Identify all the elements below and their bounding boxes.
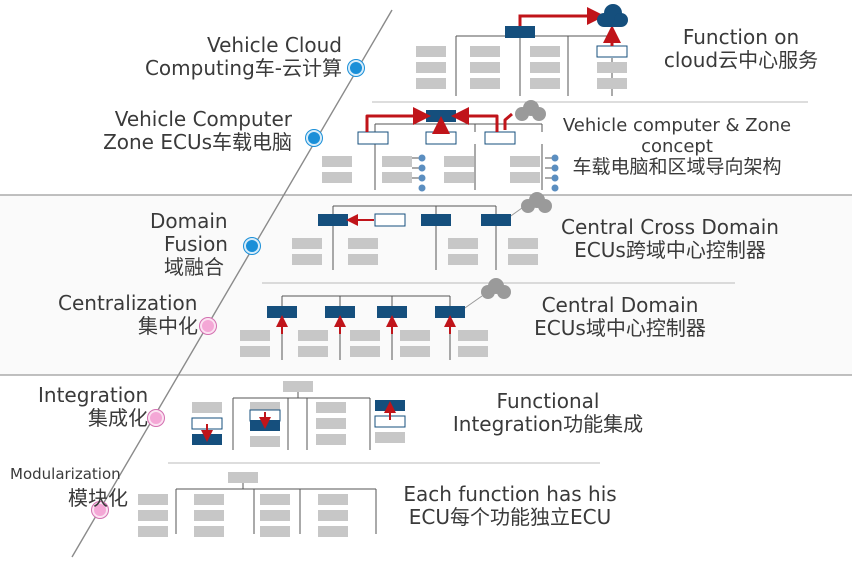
diagram-integration <box>191 381 406 450</box>
desc-central-domain: Central Domain ECUs域中心控制器 <box>534 293 706 340</box>
desc-functional-integration: Functional Integration功能集成 <box>452 389 644 436</box>
label-vehicle-computer: Vehicle Computer Zone ECUs车载电脑 <box>103 107 292 154</box>
desc-each-function: Each function has his ECU每个功能独立ECU <box>403 482 617 529</box>
label-domain-fusion: Domain Fusion 域融合 <box>150 209 228 279</box>
diagram-modularization <box>138 472 377 537</box>
stage-dot-integration <box>148 410 164 426</box>
cloud-icon <box>521 192 552 213</box>
stage-dot-domain-fusion <box>244 238 260 254</box>
diagram-centralization <box>240 278 511 360</box>
stage-dot-cloud <box>348 60 364 76</box>
cloud-icon <box>481 278 511 299</box>
evolution-diagonal <box>71 9 393 558</box>
cloud-icon <box>515 100 546 121</box>
label-modularization: Modularization 模块化 <box>10 465 128 511</box>
stage-dot-vehicle-computer <box>306 130 322 146</box>
diagram-zone <box>322 100 559 192</box>
desc-function-on-cloud: Function on cloud云中心服务 <box>663 25 819 72</box>
stage-dot-modularization <box>92 502 108 518</box>
label-vehicle-cloud: Vehicle Cloud Computing车-云计算 <box>144 33 342 80</box>
label-integration: Integration 集成化 <box>38 383 149 430</box>
label-centralization: Centralization 集中化 <box>58 291 198 338</box>
desc-central-cross-domain: Central Cross Domain ECUs跨域中心控制器 <box>561 215 779 262</box>
diagram-domain-fusion <box>292 192 552 270</box>
diagram-cloud <box>416 4 628 96</box>
ecu-box <box>228 472 258 483</box>
band-cloud-zone <box>0 0 852 195</box>
desc-zone-concept: Vehicle computer & Zone concept 车载电脑和区域导… <box>562 115 792 179</box>
cloud-icon <box>597 4 628 27</box>
stage-dot-centralization <box>200 318 216 334</box>
